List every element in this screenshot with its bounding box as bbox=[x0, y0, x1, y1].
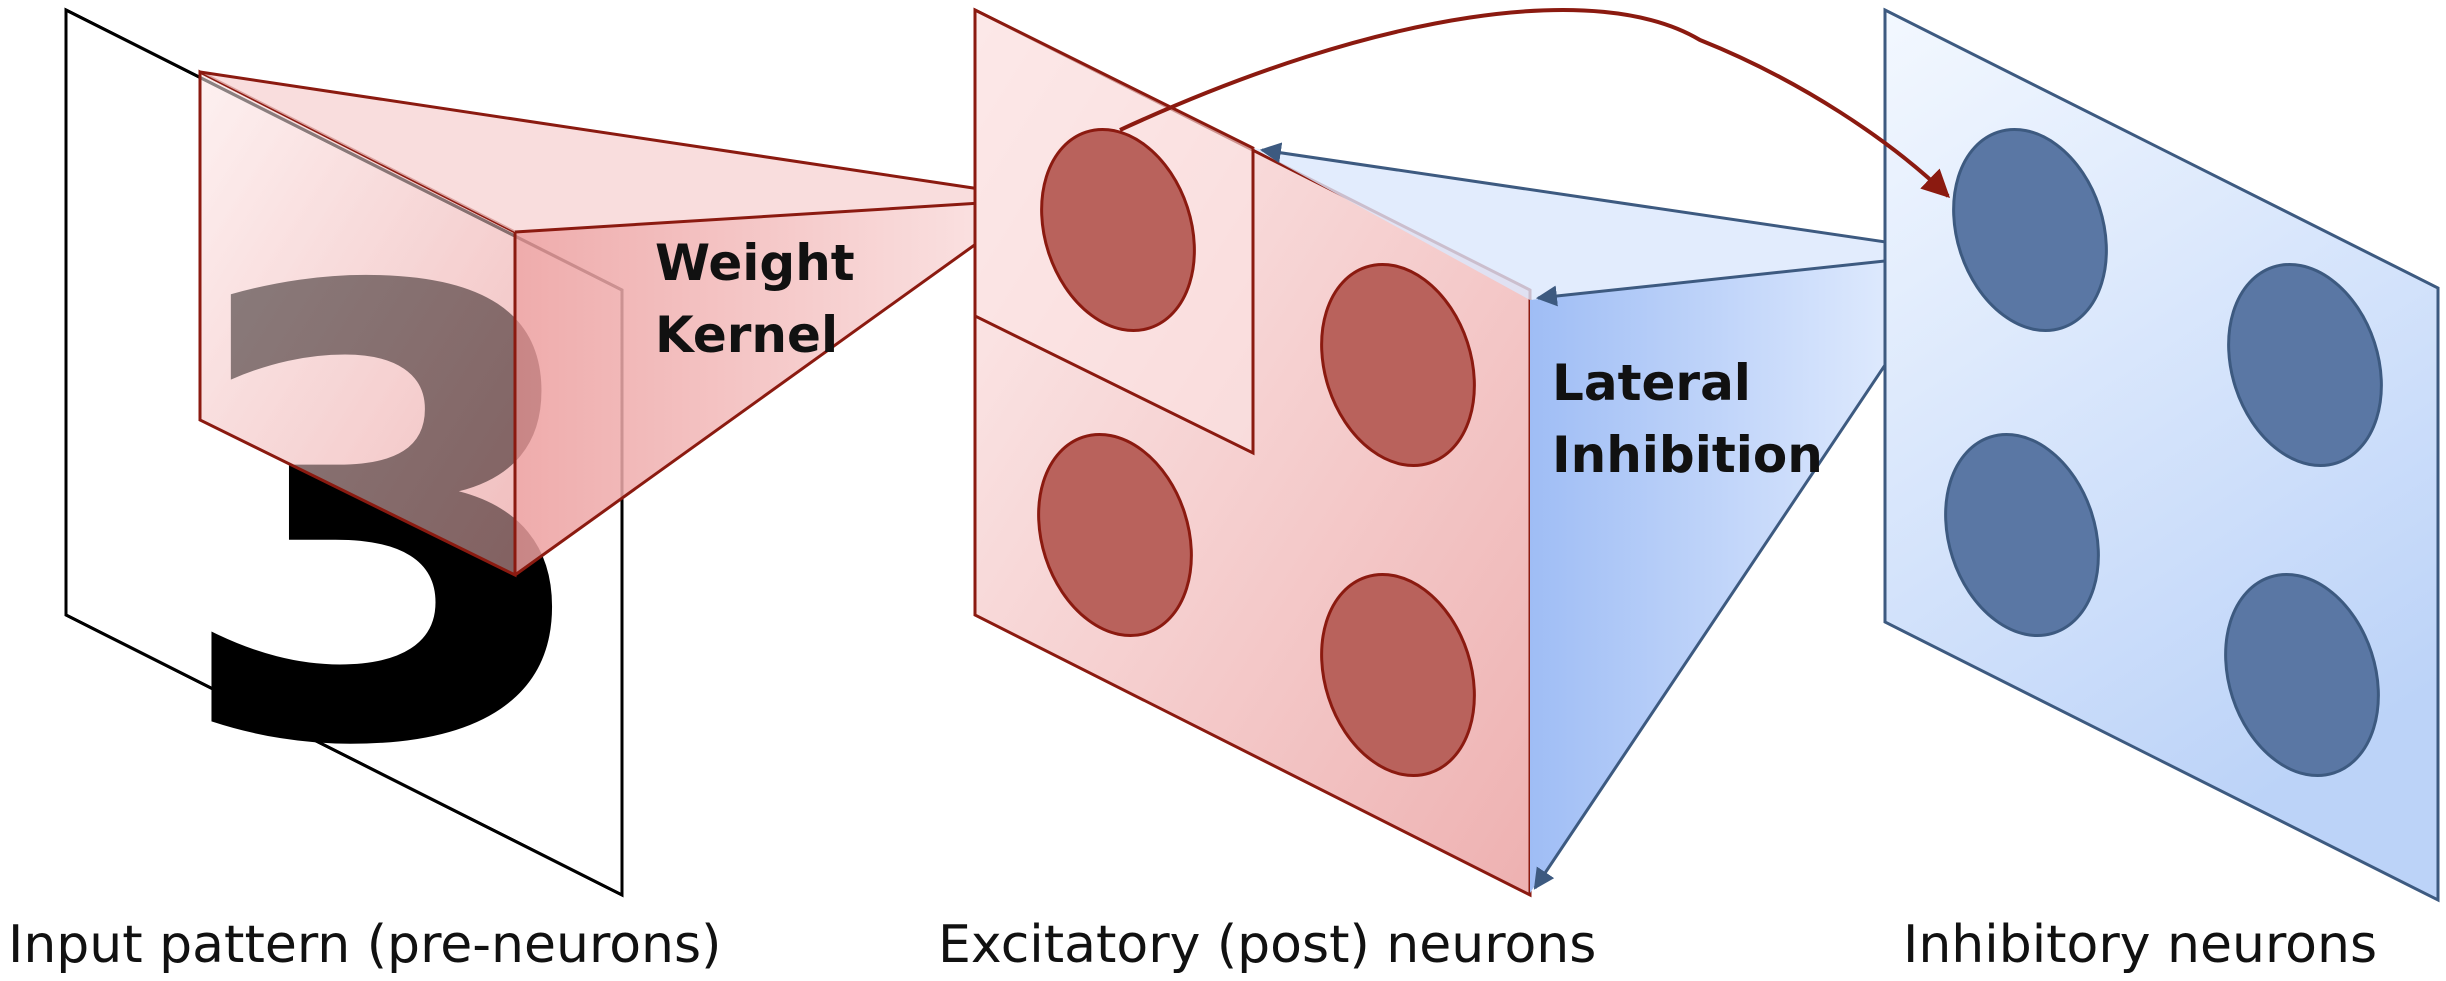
inhibitory-neuron bbox=[1952, 127, 2108, 333]
inhibitory-neuron bbox=[1944, 432, 2100, 638]
inhibitory-neuron bbox=[2224, 572, 2380, 778]
weight-kernel-label-line2: Kernel bbox=[655, 306, 838, 364]
excitatory-neuron bbox=[1037, 432, 1193, 638]
inhibitory-layer-caption: Inhibitory neurons bbox=[1903, 915, 2377, 975]
kernel-edge-arrow bbox=[514, 190, 1033, 234]
lateral-inhibition-label-line2: Inhibition bbox=[1552, 426, 1823, 484]
lateral-inhibition: Lateral Inhibition bbox=[1253, 142, 1962, 893]
excitatory-layer bbox=[973, 7, 1532, 898]
weight-kernel: Weight Kernel bbox=[198, 69, 1041, 578]
kernel-edge-top bbox=[199, 70, 1041, 200]
inhibition-edge-top bbox=[1259, 142, 1961, 255]
lateral-inhibition-label-line1: Lateral bbox=[1552, 354, 1751, 412]
weight-kernel-label-line1: Weight bbox=[655, 234, 855, 292]
inhibition-cone-top bbox=[1253, 148, 1960, 300]
kernel-cone-top bbox=[200, 72, 1040, 232]
inhibitory-neuron bbox=[2227, 262, 2383, 468]
excitatory-neuron bbox=[1040, 127, 1196, 333]
inhibitory-layer bbox=[1883, 7, 2440, 903]
excitatory-neuron bbox=[1320, 262, 1476, 468]
excitatory-layer-caption: Excitatory (post) neurons bbox=[938, 915, 1596, 975]
input-layer-caption: Input pattern (pre-neurons) bbox=[8, 915, 721, 975]
excitatory-neuron bbox=[1320, 572, 1476, 778]
excitatory-to-inhibitory-arrow bbox=[1119, 8, 1951, 198]
kernel-edge-bottom bbox=[514, 196, 1041, 577]
